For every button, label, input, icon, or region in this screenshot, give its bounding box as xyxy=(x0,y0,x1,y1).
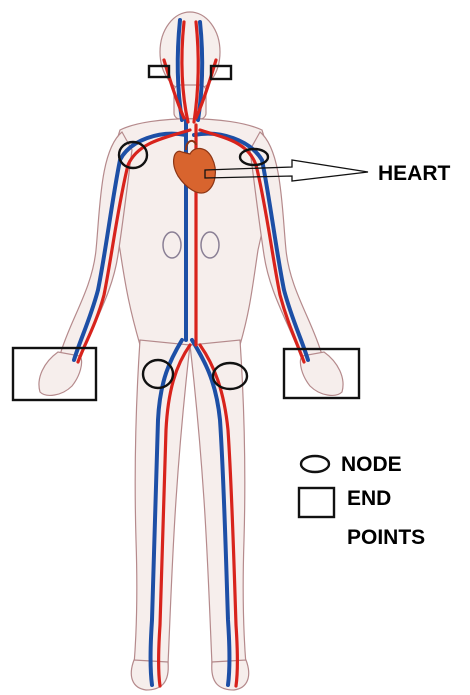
legend-node-label: NODE xyxy=(341,453,402,476)
legend-end-point-icon xyxy=(299,488,334,517)
legend-end-points-label-line1: END xyxy=(347,487,391,510)
legend-end-points-label-line2: POINTS xyxy=(347,526,425,549)
right-arm xyxy=(250,132,322,360)
legend: NODE END POINTS xyxy=(299,453,425,549)
legend-node-icon xyxy=(301,456,329,472)
body-silhouette xyxy=(39,12,343,690)
heart-label: HEART xyxy=(378,162,451,185)
